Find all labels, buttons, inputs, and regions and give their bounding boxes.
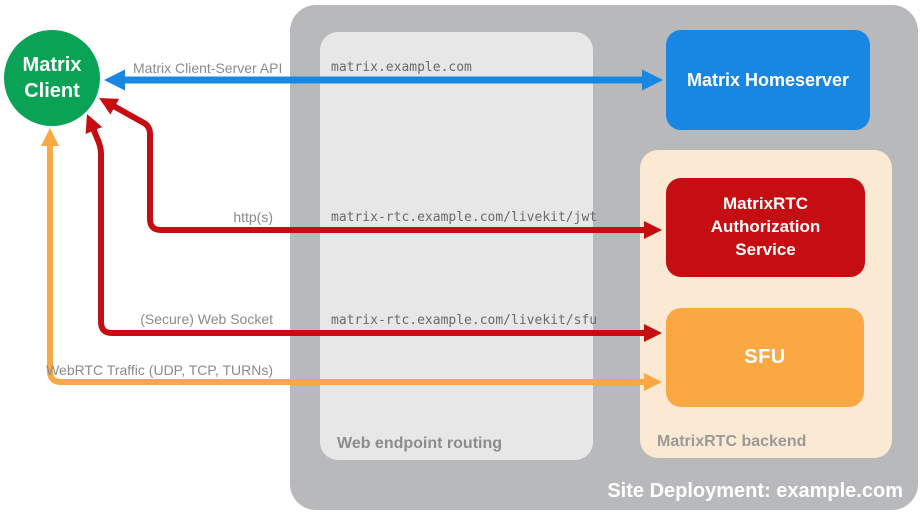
client-server-api-label: Matrix Client-Server API — [133, 60, 283, 76]
matrix-homeserver-node: Matrix Homeserver — [666, 30, 870, 130]
site-deployment-title: Site Deployment: example.com — [607, 480, 903, 502]
matrix-homeserver-label: Matrix Homeserver — [686, 69, 850, 90]
matrixrtc-auth-service-label: MatrixRTC Authorization Service — [710, 194, 821, 259]
endpoint-sfu: matrix-rtc.example.com/livekit/sfu — [331, 313, 598, 328]
matrix-client-node: Matrix Client — [4, 30, 100, 126]
web-endpoint-routing-panel — [320, 32, 593, 460]
matrixrtc-auth-service-node: MatrixRTC Authorization Service — [666, 178, 865, 277]
sfu-label: SFU — [744, 346, 786, 368]
matrix-client-label: Matrix Client — [22, 54, 82, 102]
matrixrtc-backend-caption: MatrixRTC backend — [657, 433, 807, 450]
webrtc-label: WebRTC Traffic (UDP, TCP, TURNs) — [46, 362, 273, 378]
endpoint-homeserver: matrix.example.com — [331, 60, 472, 75]
endpoint-jwt: matrix-rtc.example.com/livekit/jwt — [331, 210, 598, 225]
https-label: http(s) — [233, 209, 273, 225]
sfu-node: SFU — [666, 308, 864, 407]
web-endpoint-routing-caption: Web endpoint routing — [337, 435, 503, 452]
websocket-label: (Secure) Web Socket — [140, 311, 273, 327]
